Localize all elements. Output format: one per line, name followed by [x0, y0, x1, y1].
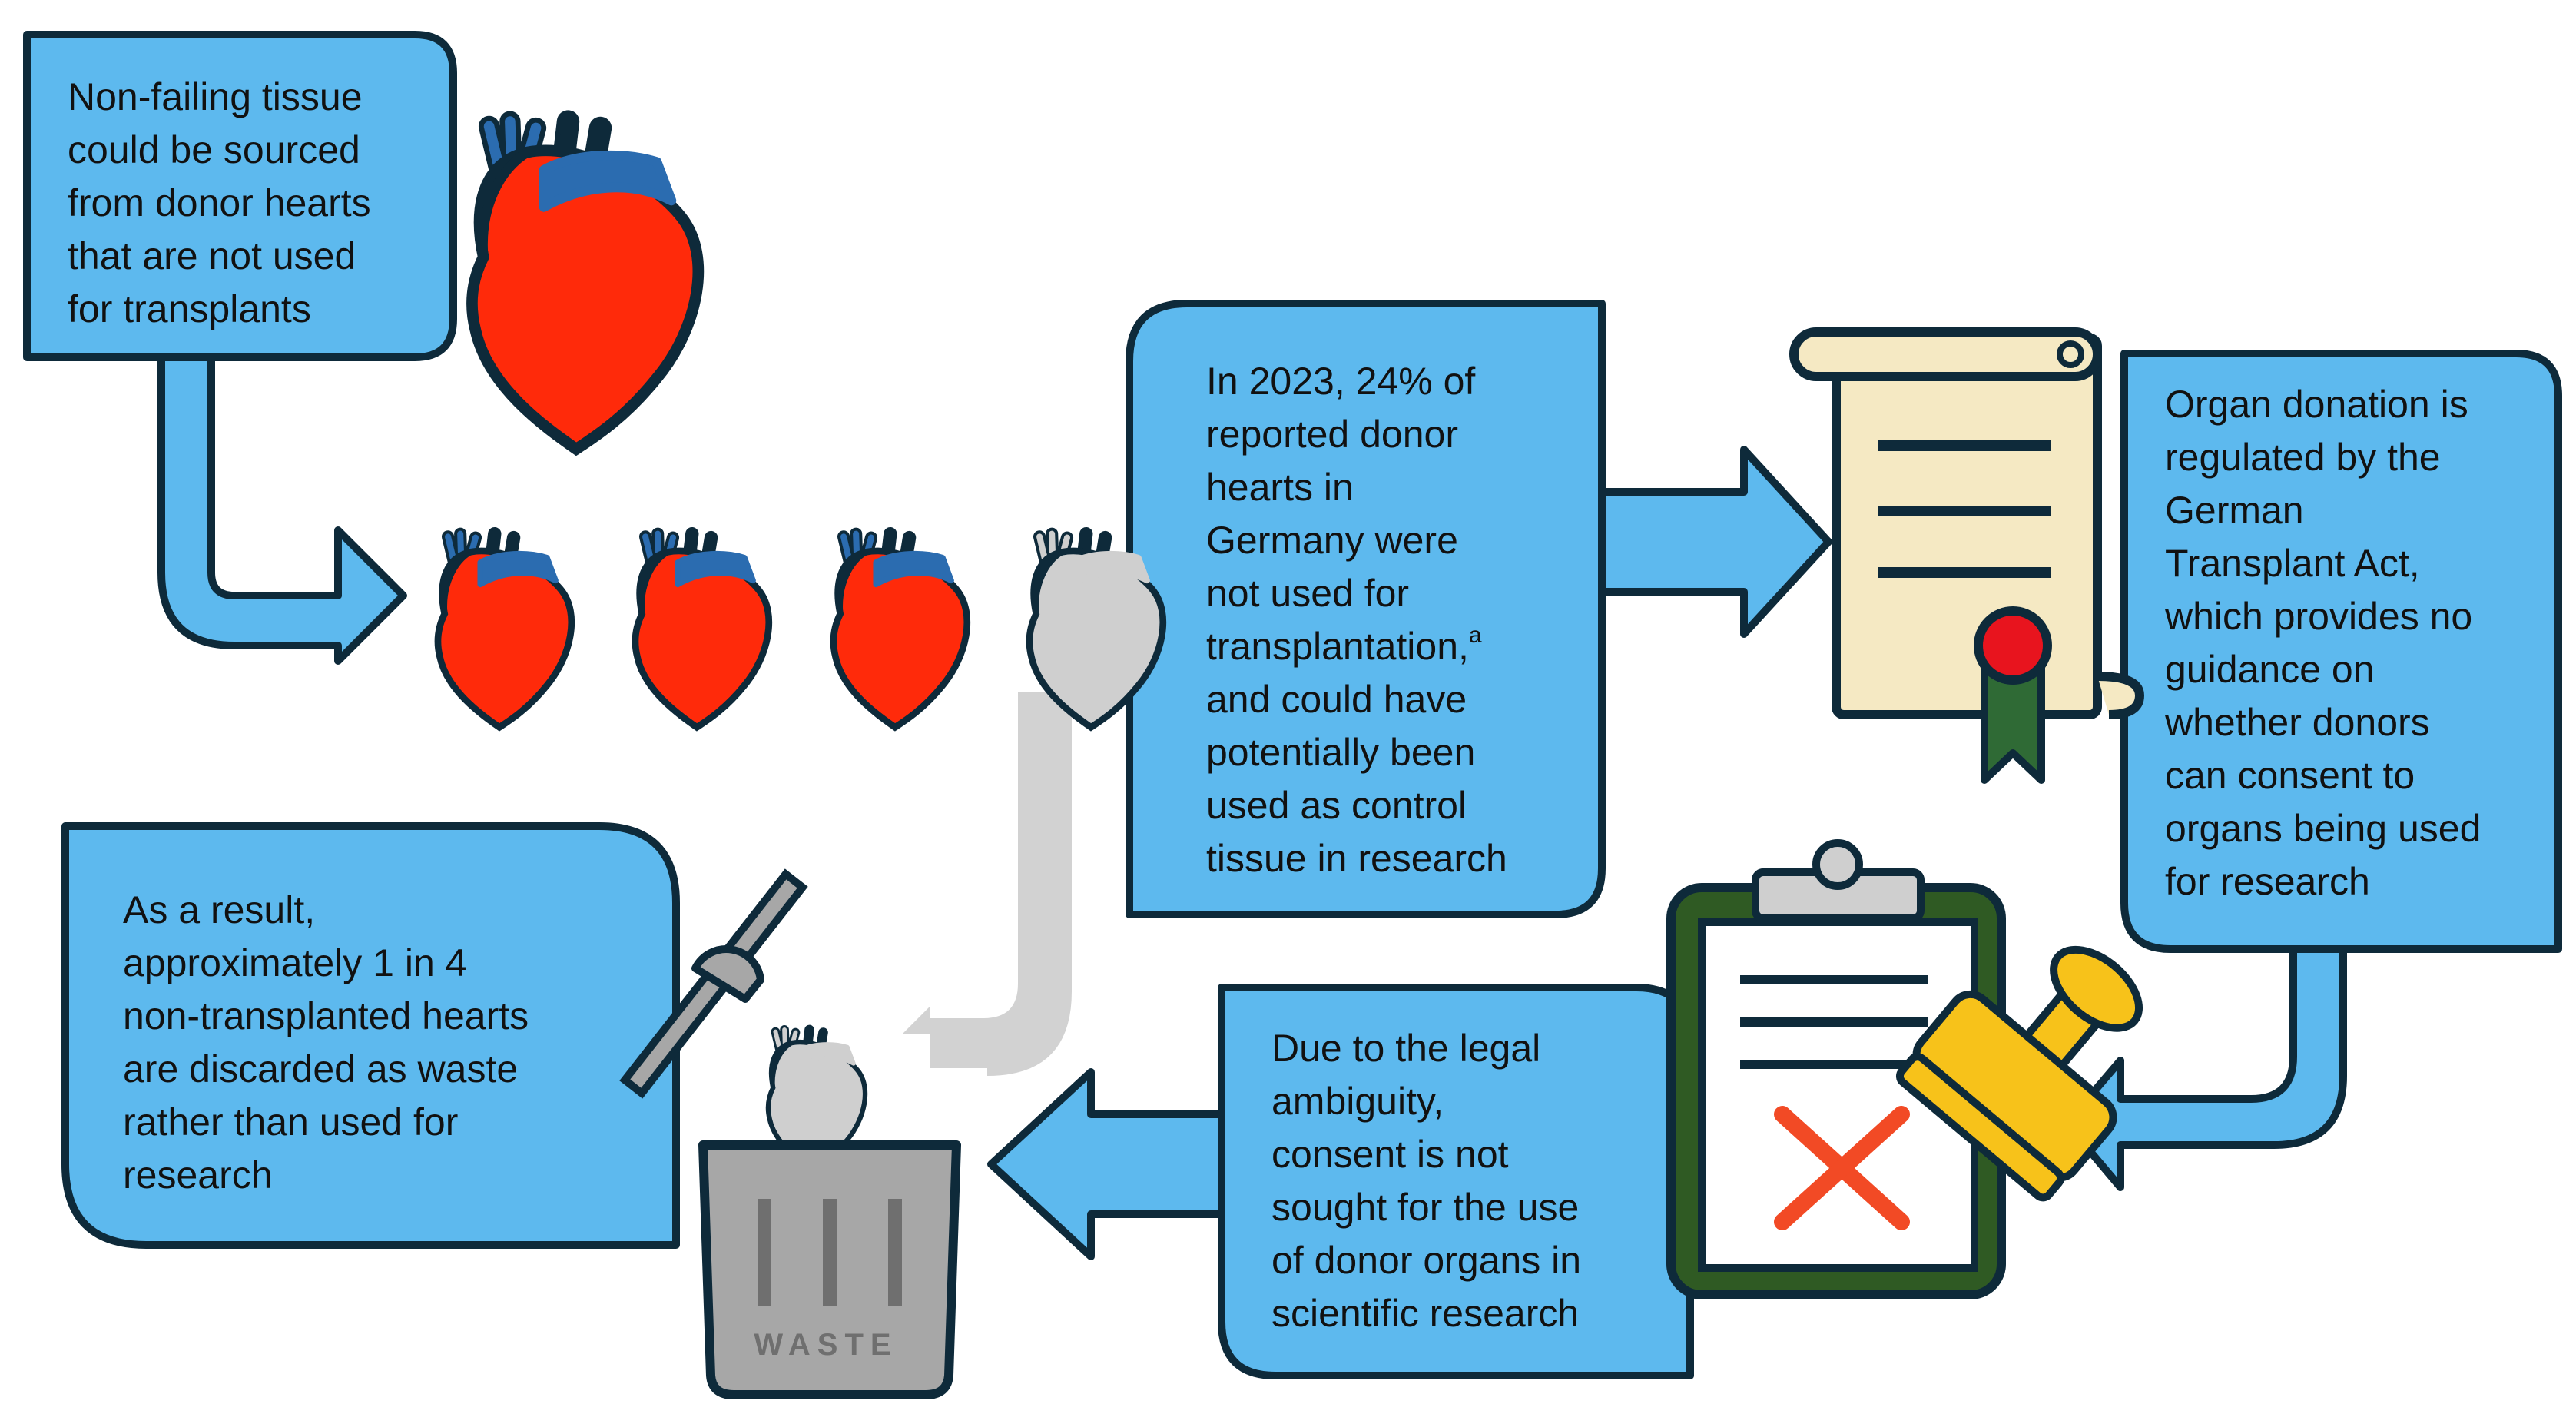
clipboard-icon [1666, 839, 2006, 1299]
callout-sourcing-line: from donor hearts [68, 181, 371, 224]
callout-sourcing-line: that are not used [68, 234, 356, 277]
callout-waste-line: As a result, [123, 888, 316, 931]
callout-statistic-line: tissue in research [1206, 837, 1507, 880]
callout-consent-box [1218, 984, 1694, 1379]
callout-consent-line: ambiguity, [1271, 1080, 1444, 1123]
callout-regulation-line: guidance on [2165, 648, 2375, 691]
callout-statistic-line: Germany were [1206, 519, 1458, 562]
callout-waste-box [61, 822, 680, 1249]
callout-regulation-box [2120, 350, 2562, 953]
callout-regulation-line: Transplant Act, [2165, 542, 2420, 585]
callout-regulation-line: which provides no [2165, 595, 2473, 638]
discarded-heart-icon [765, 1024, 868, 1173]
callout-consent-line: of donor organs in [1271, 1239, 1582, 1282]
callout-waste-line: research [123, 1153, 273, 1197]
callout-statistic-line: hearts in [1206, 466, 1354, 509]
callout-regulation-line: can consent to [2165, 754, 2415, 797]
callout-sourcing-line: for transplants [68, 287, 311, 330]
callout-waste-line: non-transplanted hearts [123, 994, 529, 1037]
callout-consent-line: consent is not [1271, 1133, 1509, 1176]
arrow-regulation-to-stamp [2063, 911, 2347, 1191]
callout-regulation-line: German [2165, 489, 2304, 532]
footnote-marker: a [1468, 622, 1482, 648]
arrow-source-to-hearts [157, 334, 407, 665]
unused-heart-icon [1026, 526, 1167, 732]
callout-waste-line: rather than used for [123, 1100, 459, 1143]
heart-icon [472, 121, 698, 449]
callout-statistic-line: transplantation,a [1206, 622, 1482, 669]
callout-consent-text: Due to the legal ambiguity, consent is not… [1271, 1022, 1581, 1340]
callout-regulation-line: for research [2165, 860, 2370, 903]
callout-statistic-line: reported donor [1206, 413, 1459, 456]
seal-icon [1974, 606, 2052, 784]
callout-regulation-line: whether donors [2165, 701, 2430, 744]
cross-icon [1774, 1106, 1910, 1230]
callout-statistic-line: not used for [1206, 572, 1410, 615]
callout-statistic-line: and could have [1206, 678, 1467, 721]
callout-statistic-text: In 2023, 24% of reported donor hearts in Ge… [1206, 355, 1507, 885]
bin-label: WASTE [754, 1328, 898, 1362]
arrow-statistic-to-regulation [1583, 446, 1832, 638]
callout-sourcing-line: Non-failing tissue [68, 75, 363, 118]
callout-waste-line: are discarded as waste [123, 1047, 519, 1090]
donor-heart-icon [834, 534, 967, 728]
scroll-icon [1789, 327, 2145, 719]
callout-sourcing-text: Non-failing tissue could be sourced from d… [68, 71, 371, 336]
donor-heart-icon [438, 534, 572, 728]
callout-waste-line: approximately 1 in 4 [123, 941, 467, 984]
donor-heart-icon [635, 534, 769, 728]
arrow-consent-to-waste [987, 1068, 1233, 1260]
callout-statistic-line: In 2023, 24% of [1206, 360, 1476, 403]
callout-statistic-line: potentially been [1206, 731, 1476, 774]
callout-regulation-line: organs being used [2165, 807, 2482, 850]
stamp-icon [1895, 945, 2143, 1202]
callout-sourcing-line: could be sourced [68, 128, 360, 171]
callout-regulation-line: Organ donation is [2165, 383, 2468, 426]
callout-statistic-box [1126, 300, 1606, 918]
callout-consent-line: sought for the use [1271, 1186, 1580, 1229]
callout-sourcing-box [23, 31, 457, 361]
bin-lid-icon [619, 868, 808, 1099]
arrow-grey-unused-to-bin [903, 692, 1072, 1076]
trash-bin-icon [698, 1140, 961, 1399]
callout-waste-text: As a result, approximately 1 in 4 non-tran… [123, 884, 529, 1202]
callout-consent-line: scientific research [1271, 1292, 1580, 1335]
callout-consent-line: Due to the legal [1271, 1027, 1541, 1070]
callout-regulation-line: regulated by the [2165, 436, 2441, 479]
callout-statistic-line: used as control [1206, 784, 1467, 827]
